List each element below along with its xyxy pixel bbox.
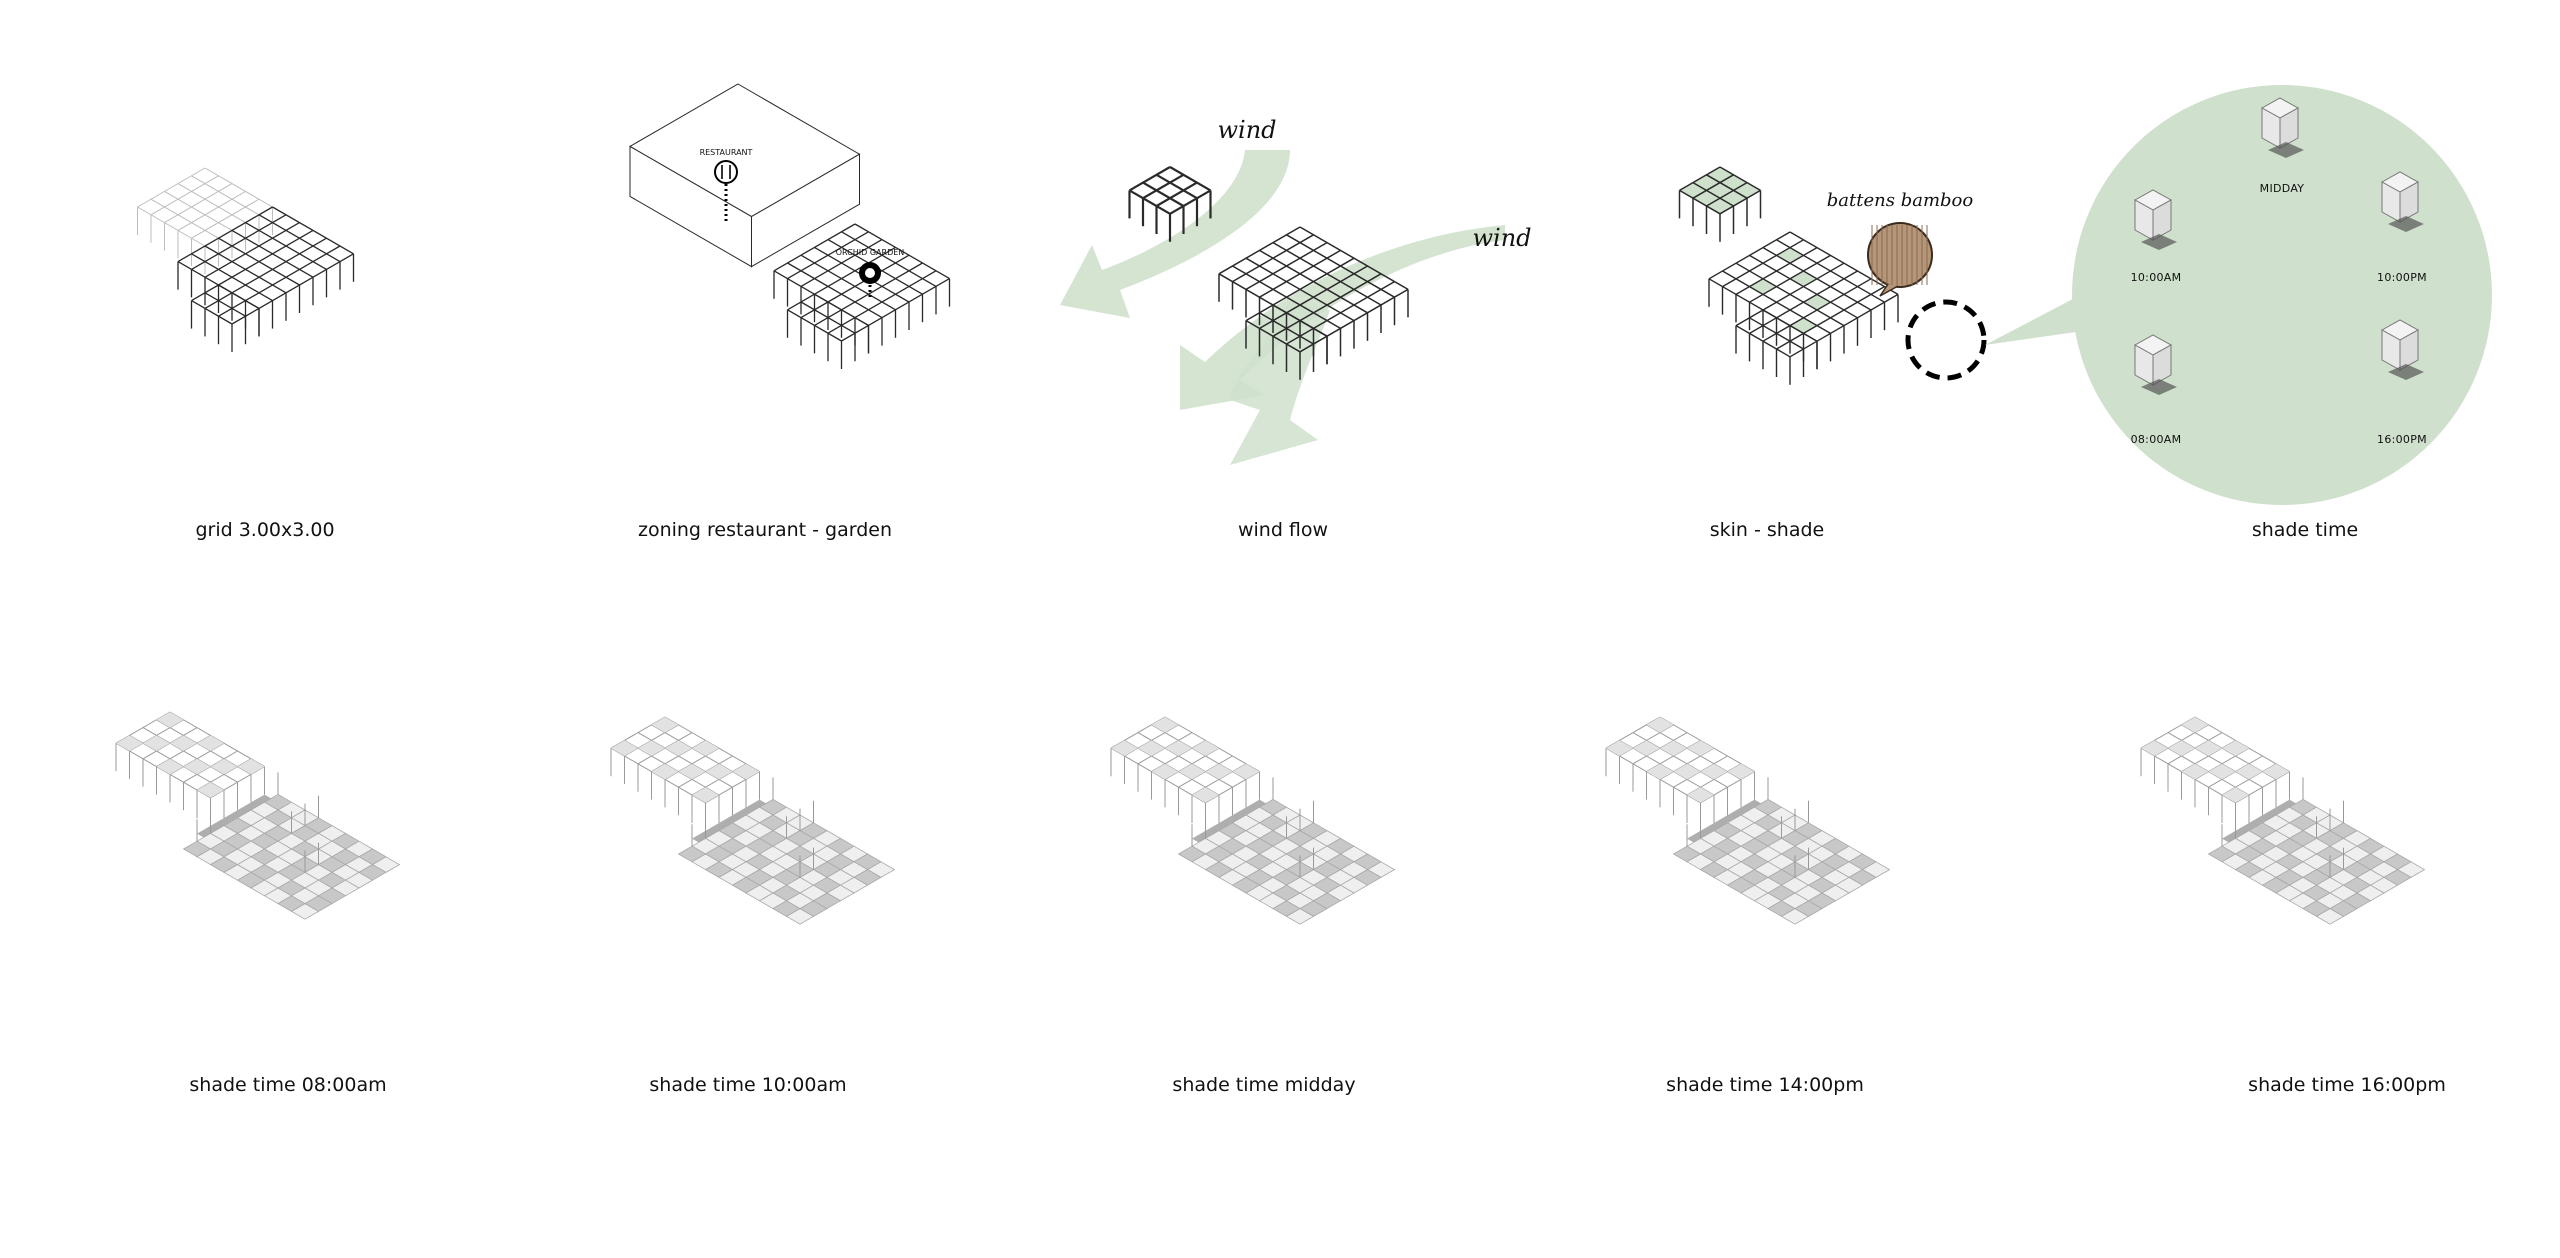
label-16pm: 16:00PM xyxy=(2377,433,2427,446)
callout-wedge xyxy=(1985,290,2090,345)
grid-diagram xyxy=(137,167,355,352)
restaurant-box-side xyxy=(751,153,860,268)
caption-skin-shade: skin - shade xyxy=(1709,519,1825,541)
caption-wind-flow: wind flow xyxy=(1237,519,1329,541)
mini-model-16pm xyxy=(2380,319,2424,380)
mini-model-midday xyxy=(2260,97,2304,158)
wind-arrow-left xyxy=(1060,150,1290,318)
caption-shade-1000: shade time 10:00am xyxy=(649,1074,847,1096)
shade-model-1600 xyxy=(2140,716,2426,925)
wind-label-right: wind xyxy=(1472,224,1532,252)
zoning-diagram xyxy=(629,83,951,369)
caption-shade-1400: shade time 14:00pm xyxy=(1666,1074,1864,1096)
mini-model-10pm xyxy=(2380,171,2424,232)
mini-model-08am xyxy=(2133,334,2177,395)
shade-time-diagram xyxy=(2072,85,2492,505)
battens-bamboo-label: battens bamboo xyxy=(1826,190,1974,211)
wind-arrow-right-a xyxy=(1180,225,1505,410)
shade-model-1000 xyxy=(610,716,896,925)
wind-label-top: wind xyxy=(1217,116,1277,144)
label-10am: 10:00AM xyxy=(2130,271,2182,284)
shade-model-1400 xyxy=(1605,716,1891,925)
mini-model-10am xyxy=(2133,189,2177,250)
wind-arrow-down xyxy=(1230,300,1330,465)
orchid-garden-label: ORCHID GARDEN xyxy=(835,248,905,257)
caption-shade-midday: shade time midday xyxy=(1172,1074,1356,1096)
midday-label: MIDDAY xyxy=(2259,182,2305,195)
caption-zoning: zoning restaurant - garden xyxy=(637,519,893,541)
caption-grid: grid 3.00x3.00 xyxy=(195,519,335,541)
restaurant-label: RESTAURANT xyxy=(699,148,753,157)
shade-model-0800 xyxy=(115,711,401,920)
label-08am: 08:00AM xyxy=(2130,433,2182,446)
shade-model-midday xyxy=(1110,716,1396,925)
caption-shade-0800: shade time 08:00am xyxy=(189,1074,387,1096)
caption-shade-time: shade time xyxy=(2251,519,2359,541)
wind-diagram xyxy=(1060,150,1505,465)
caption-shade-1600: shade time 16:00pm xyxy=(2248,1074,2446,1096)
detail-circle xyxy=(1905,299,1987,381)
label-10pm: 10:00PM xyxy=(2377,271,2427,284)
restaurant-icon xyxy=(714,160,738,184)
bamboo-texture xyxy=(1867,222,1933,288)
skin-diagram xyxy=(1678,166,2090,385)
